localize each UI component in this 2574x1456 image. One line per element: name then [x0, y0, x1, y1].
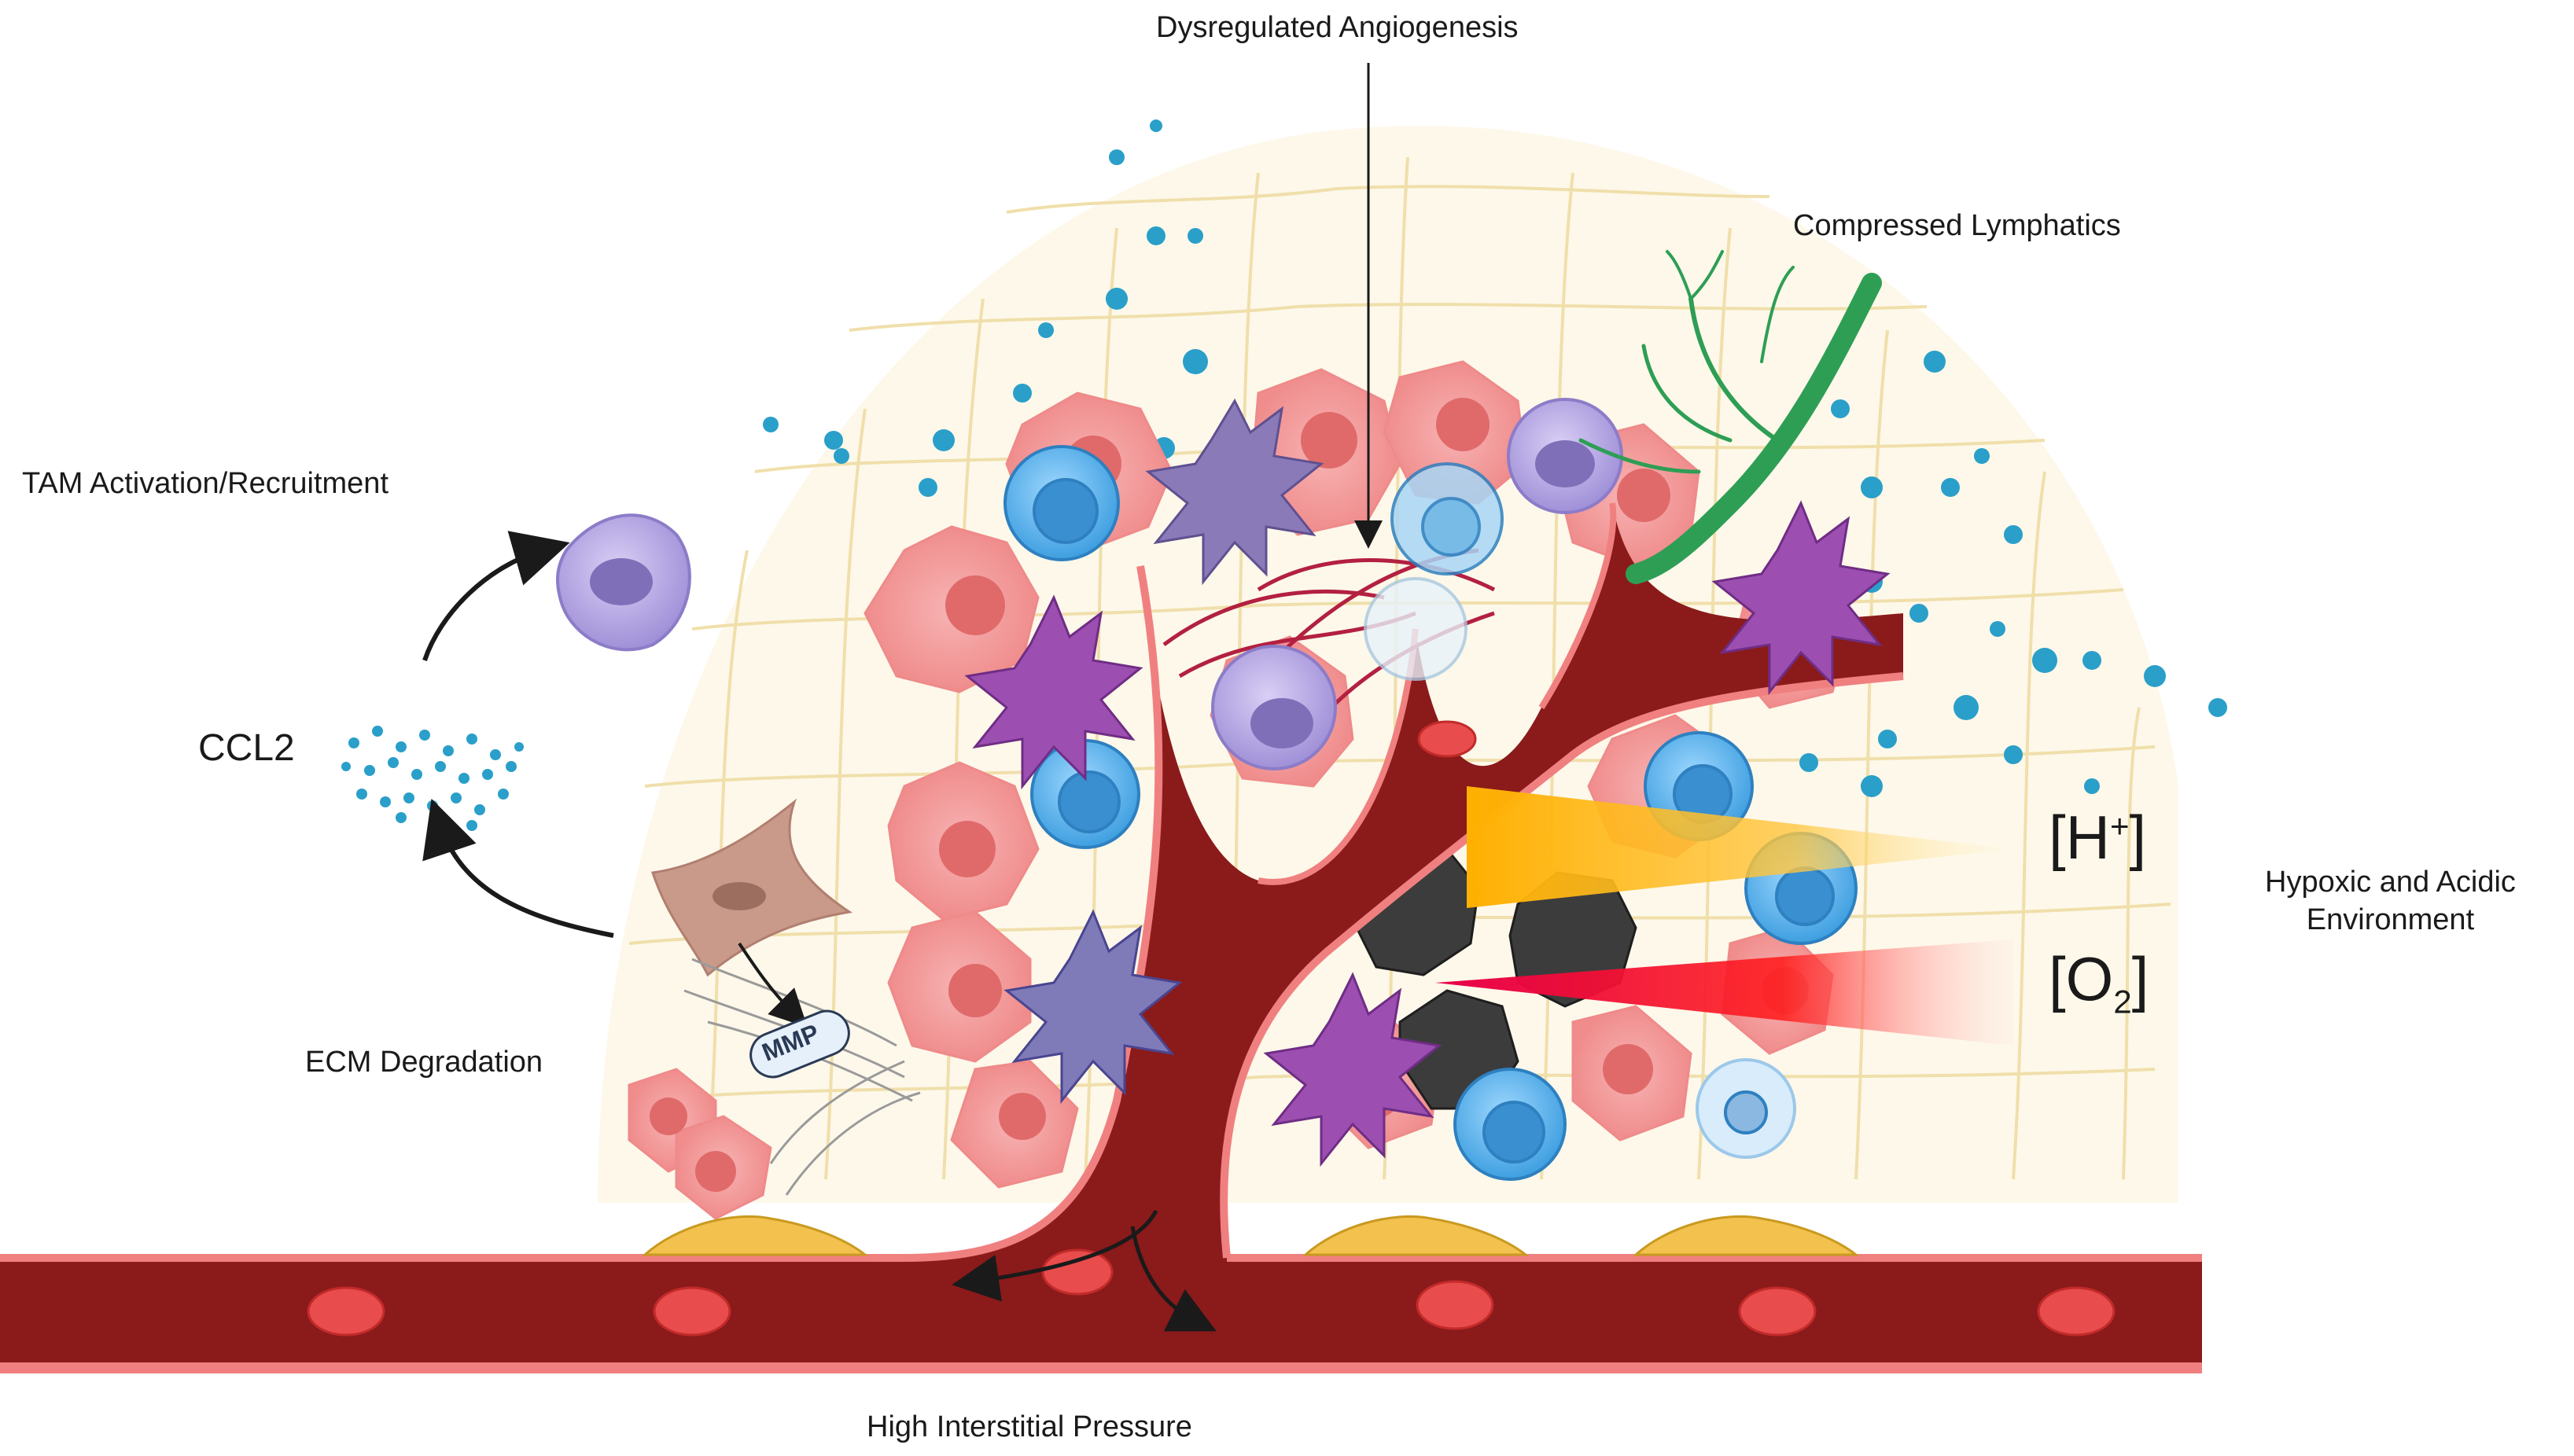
- fibroblast-cell: [651, 798, 852, 977]
- label-h-plus: [H+]: [2049, 803, 2147, 872]
- label-compressed-lymphatics: Compressed Lymphatics: [1793, 209, 2121, 242]
- oxygen-gradient-wedge: [1435, 939, 2013, 1046]
- label-hypoxic-line1: Hypoxic and Acidic: [2265, 866, 2516, 899]
- label-hypoxic-acidic-environment: Hypoxic and Acidic Environment: [2265, 863, 2516, 939]
- endothelial-cells: [642, 1215, 1860, 1256]
- red-blood-cells: [307, 720, 2116, 1337]
- label-h-plus-base: H: [2065, 803, 2111, 872]
- label-hypoxic-line2: Environment: [2306, 903, 2475, 936]
- pathway-arrows: [422, 63, 1383, 1332]
- label-o2-base: O: [2065, 944, 2114, 1013]
- lymphatic-vessel: [1578, 250, 1882, 584]
- blood-vessel-network: [0, 502, 2202, 1373]
- label-ecm-degradation: ECM Degradation: [305, 1046, 543, 1079]
- label-o2: [O2]: [2049, 944, 2149, 1020]
- ccl2-molecules: [341, 726, 524, 831]
- dendritic-cells: [964, 398, 1891, 1167]
- macrophages: [556, 398, 1623, 770]
- acid-gradient-wedge: [1467, 786, 2013, 908]
- label-h-plus-sup: +: [2110, 807, 2130, 844]
- label-ccl2: CCL2: [198, 727, 295, 769]
- t-cells: [1003, 445, 1858, 1181]
- label-high-interstitial-pressure: High Interstitial Pressure: [867, 1410, 1192, 1443]
- mmp-capsule: [749, 1009, 850, 1079]
- label-tam-activation: TAM Activation/Recruitment: [22, 467, 389, 500]
- label-o2-sub: 2: [2113, 983, 2132, 1020]
- label-dysregulated-angiogenesis: Dysregulated Angiogenesis: [1156, 11, 1519, 44]
